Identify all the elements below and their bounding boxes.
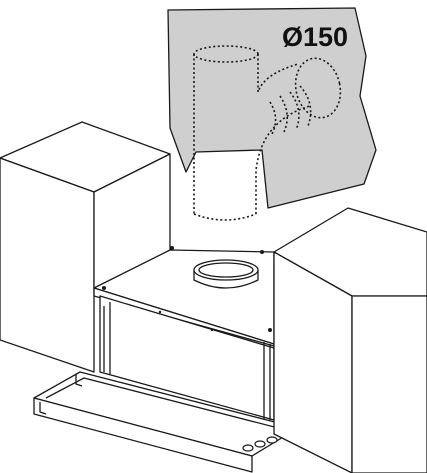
screw-points <box>102 246 272 332</box>
right-cabinet <box>273 207 427 473</box>
wall-shaded-area <box>167 7 377 209</box>
duct-collar <box>193 259 259 289</box>
duct-diameter-label: Ø150 <box>282 22 349 52</box>
flexible-duct <box>193 45 342 221</box>
